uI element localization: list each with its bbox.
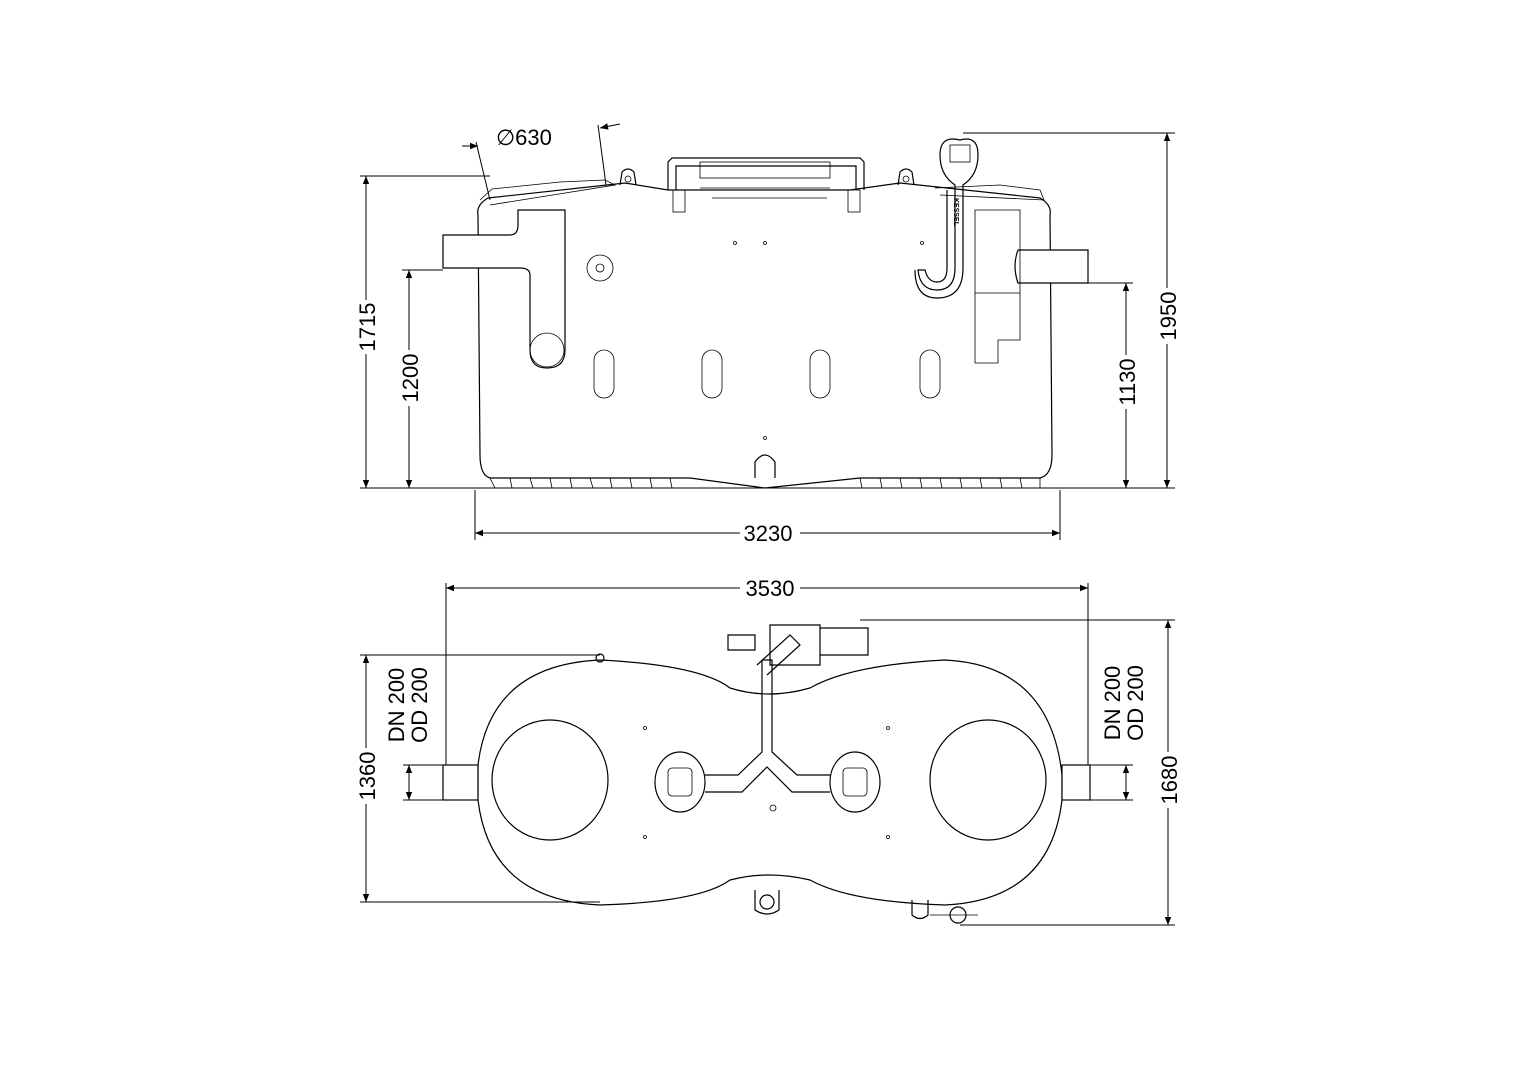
dimension-height-1715: 1715: [355, 303, 380, 352]
access-opening-left: [491, 719, 609, 841]
side-view: KESSEL 3230 ∅630 1715 1200: [355, 123, 1181, 546]
dimension-overall-width-1680: 1680: [1157, 756, 1182, 805]
pump-left: [654, 751, 706, 813]
tank-ribs: [593, 349, 941, 399]
lifting-lug: [897, 168, 915, 186]
dimension-outlet-height-1130: 1130: [1115, 358, 1140, 405]
inlet-nozzle: [442, 764, 479, 801]
brand-mark: KESSEL: [952, 198, 959, 227]
dimension-inlet-height-1200: 1200: [398, 354, 423, 403]
pressure-pipe: [705, 659, 830, 793]
drain-port-plan: [754, 890, 780, 915]
dimension-overall-height-1950: 1950: [1156, 292, 1181, 341]
dimension-diameter-630: ∅630: [496, 125, 552, 150]
dimension-lines: [360, 123, 1175, 540]
discharge-outlet-plan: [911, 900, 929, 920]
access-cover-right: [934, 184, 1045, 201]
access-opening-right: [929, 719, 1047, 841]
tank-body-plan: [477, 659, 1063, 906]
sensor-port: [586, 254, 614, 282]
access-cover-left: [479, 179, 617, 206]
drain-port: [754, 454, 776, 478]
dimension-lines-plan: [360, 583, 1175, 926]
inlet-pipe: [442, 209, 566, 369]
discharge-pipe: [917, 138, 961, 291]
dimension-overall-length-3530: 3530: [746, 576, 795, 601]
valve-assembly: [727, 624, 869, 666]
outlet-nozzle: [1061, 764, 1091, 801]
tank-feet: [489, 477, 1041, 489]
outlet-od-label: OD 200: [1123, 665, 1148, 741]
lifting-lug: [619, 168, 637, 186]
outlet-chamber: [974, 209, 1021, 364]
dimension-length-3230: 3230: [744, 521, 793, 546]
outlet-pipe: [1014, 249, 1089, 284]
dimension-width-1360: 1360: [355, 752, 380, 801]
outlet-dn-label: DN 200: [1100, 666, 1125, 741]
plan-view: 3530 1360 1680 DN 200 OD 200 DN 200 OD 2…: [355, 576, 1182, 926]
tank-body-side: [477, 182, 1053, 489]
center-bridge: [667, 157, 865, 190]
inlet-dn-label: DN 200: [384, 668, 409, 743]
pump-right: [829, 751, 881, 813]
inlet-od-label: OD 200: [407, 667, 432, 743]
